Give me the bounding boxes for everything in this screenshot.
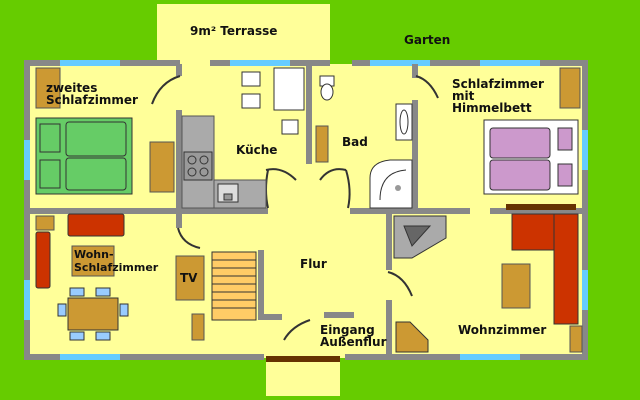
living-cabinet — [569, 325, 583, 353]
sofa-red — [35, 213, 125, 289]
entrance-cabinet — [395, 321, 429, 353]
stove — [183, 151, 213, 181]
bathroom-label: Bad — [342, 135, 368, 149]
dresser — [35, 215, 55, 231]
second-bedroom-label-1: zweites — [46, 81, 97, 95]
windows — [24, 60, 588, 360]
living-room-label: Wohnzimmer — [458, 323, 546, 337]
tv-stand — [175, 255, 205, 301]
hallway-label: Flur — [300, 257, 327, 271]
canopy-bed — [483, 119, 579, 195]
garden-label: Garten — [404, 33, 450, 47]
shower — [369, 159, 413, 209]
terrace-area — [157, 4, 330, 64]
living-bedroom-label-2: Schlafzimmer — [74, 261, 159, 274]
wohn-label-box — [71, 245, 115, 277]
wardrobe — [35, 67, 61, 109]
bathroom-sink — [395, 103, 413, 141]
entrance-label-1: Eingang — [320, 323, 375, 337]
dining-table-living — [57, 287, 129, 341]
staircase — [211, 251, 257, 321]
canopy-bedroom-label-1: Schlafzimmer — [452, 77, 544, 91]
side-cabinet — [191, 313, 205, 341]
bedroom-rug — [506, 204, 576, 210]
tv-label: TV — [180, 271, 198, 285]
kitchen-label: Küche — [236, 143, 277, 157]
interior-walls — [28, 64, 582, 356]
entrance-label-2: Außenflur — [320, 335, 387, 349]
canopy-bedroom-label-2: mit — [452, 89, 475, 103]
kitchen-sink — [217, 183, 239, 203]
terrace-label: 9m² Terrasse — [190, 24, 277, 38]
second-bedroom-label-2: Schlafzimmer — [46, 93, 138, 107]
coffee-table — [501, 263, 531, 309]
toilet — [319, 75, 335, 101]
dining-table-kitchen — [241, 67, 305, 135]
corner-sofa — [511, 213, 579, 325]
entrance-path — [266, 358, 340, 396]
wardrobe-canopy — [559, 67, 581, 109]
living-bedroom-label-1: Wohn- — [74, 248, 114, 261]
desk — [149, 141, 175, 193]
bathroom-cabinet — [315, 125, 329, 163]
fireplace — [393, 215, 447, 259]
entrance-door — [266, 356, 340, 362]
canopy-bedroom-label-3: Himmelbett — [452, 101, 532, 115]
double-bed-green — [35, 117, 133, 195]
